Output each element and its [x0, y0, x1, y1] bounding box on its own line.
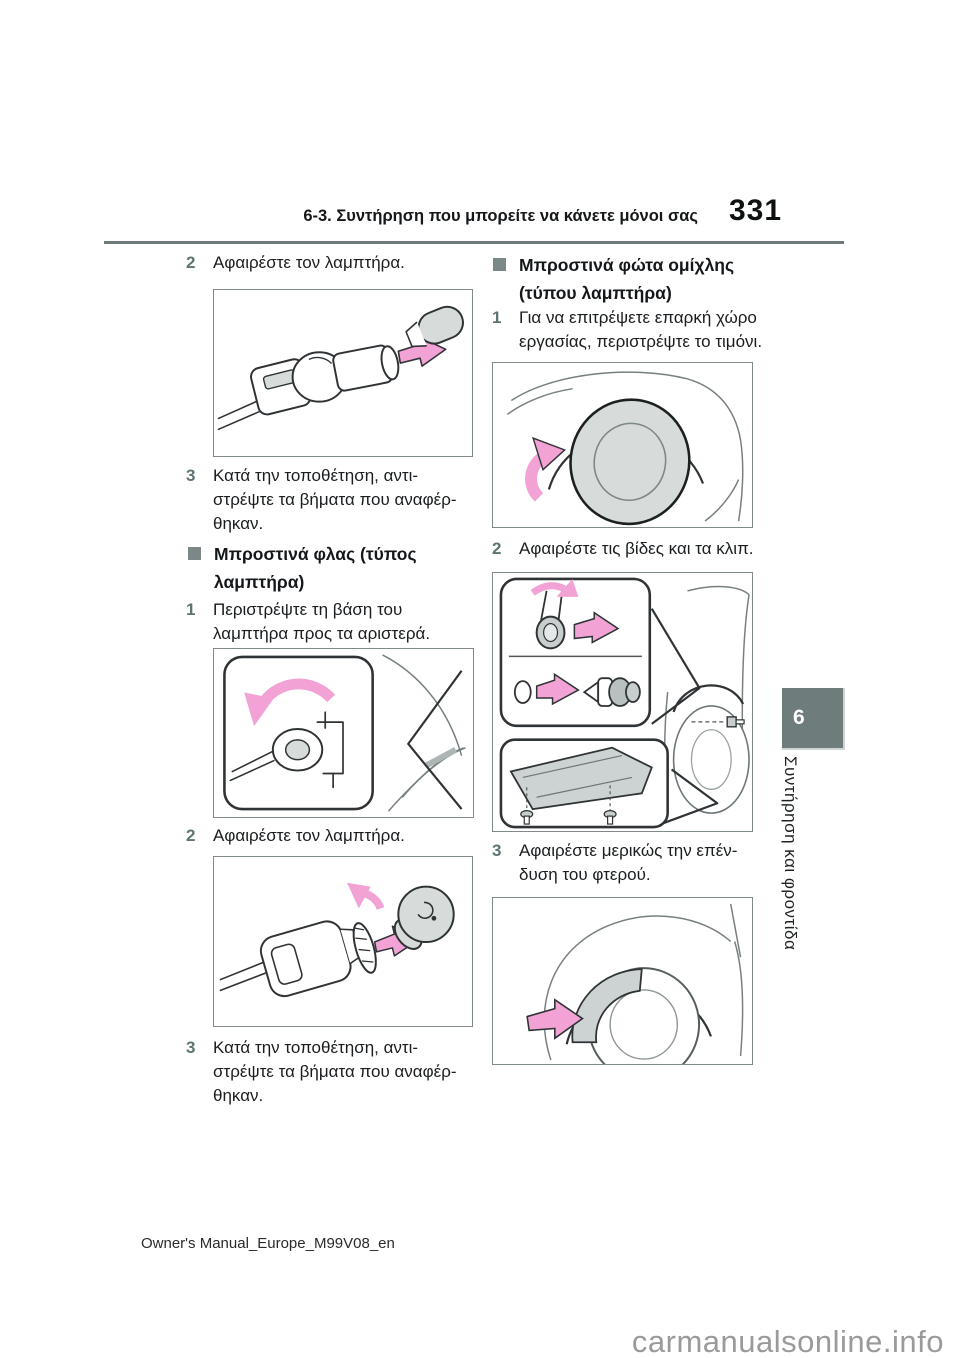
step-text: Περιστρέψτε τη βάση του λαμπτήρα προς τα…	[213, 600, 431, 643]
chapter-tab: 6	[782, 688, 845, 750]
step-number: 2	[492, 539, 502, 558]
tire	[569, 398, 691, 526]
turn-wheel-arrow-icon	[525, 436, 567, 502]
remove-clip-arrow-icon	[573, 611, 620, 644]
tire	[672, 705, 750, 814]
section-bullet-icon	[493, 258, 506, 271]
step-remove-bulb-1: 2 Αφαιρέστε τον λαμπτήρα.	[186, 251, 478, 275]
bulb	[393, 885, 455, 950]
heading-front-turn-signals: Μπροστινά φλας (τύπος λαμπτήρα)	[188, 540, 488, 596]
step-text: Αφαιρέστε τον λαμπτήρα.	[213, 253, 405, 272]
panel-screw-icon	[603, 810, 617, 825]
step-number: 1	[186, 600, 196, 619]
page-number: 331	[729, 194, 783, 227]
step-text: Κατά την τοποθέτηση, αντι- στρέψτε τα βή…	[213, 466, 457, 533]
figure-wheel-turned	[492, 362, 753, 528]
step-number: 3	[186, 466, 196, 485]
section-bullet-icon	[188, 547, 201, 560]
step-remove-fender-liner: 3 Αφαιρέστε μερικώς την επέν- δυση του φ…	[492, 839, 792, 887]
figure-turn-signal-rotation	[213, 648, 474, 818]
pointer-chevron	[407, 670, 463, 810]
step-text: Αφαιρέστε τις βίδες και τα κλιπ.	[519, 539, 754, 558]
pointer-chevron	[663, 768, 719, 825]
step-reinstall-reverse-1: 3 Κατά την τοποθέτηση, αντι- στρέψτε τα …	[186, 464, 486, 536]
step-remove-screws-clips: 2 Αφαιρέστε τις βίδες και τα κλιπ.	[492, 537, 792, 561]
under-panel	[509, 746, 653, 811]
fender-liner	[571, 968, 643, 1044]
step-text: Για να επιτρέψετε επαρκή χώρο εργασίας, …	[519, 308, 763, 351]
step-number: 2	[186, 253, 196, 272]
figure-fender-liner	[492, 897, 753, 1065]
pointer-chevron	[650, 608, 701, 725]
heading-text: Μπροστινά φώτα ομίχλης (τύπου λαμπτήρα)	[519, 255, 735, 303]
headlight-strip	[424, 747, 458, 769]
remove-liner-arrow-icon	[526, 998, 584, 1040]
figure-screws-and-clips	[492, 572, 753, 832]
figure-wedge-bulb-removal	[213, 289, 473, 457]
step-number: 2	[186, 826, 196, 845]
footer-document-name: Owner's Manual_Europe_M99V08_en	[141, 1235, 395, 1252]
page-title: 6-3. Συντήρηση που μπορείτε να κάνετε μό…	[303, 207, 698, 225]
step-turn-steering-wheel: 1 Για να επιτρέψετε επαρκή χώρο εργασίας…	[492, 306, 792, 354]
step-number: 1	[492, 308, 502, 327]
step-number: 3	[186, 1038, 196, 1057]
figure-bulb-twist-removal	[213, 856, 473, 1027]
step-number: 3	[492, 841, 502, 860]
watermark: carmanualsonline.info	[631, 1324, 944, 1358]
chapter-title-vertical: Συντήρηση και φροντίδα	[781, 756, 800, 951]
step-reinstall-reverse-2: 3 Κατά την τοποθέτηση, αντι- στρέψτε τα …	[186, 1036, 486, 1108]
heading-text: Μπροστινά φλας (τύπος λαμπτήρα)	[214, 544, 417, 592]
step-text: Κατά την τοποθέτηση, αντι- στρέψτε τα βή…	[213, 1038, 457, 1105]
step-remove-bulb-2: 2 Αφαιρέστε τον λαμπτήρα.	[186, 824, 478, 848]
panel-screw-icon	[520, 810, 534, 825]
header-divider	[104, 241, 844, 244]
chapter-number: 6	[793, 706, 805, 729]
step-text: Αφαιρέστε τον λαμπτήρα.	[213, 826, 405, 845]
step-rotate-bulb-base: 1 Περιστρέψτε τη βάση του λαμπτήρα προς …	[186, 598, 486, 646]
fender-screw-icon	[691, 716, 745, 728]
heading-front-fog-lights: Μπροστινά φώτα ομίχλης (τύπου λαμπτήρα)	[493, 251, 793, 307]
wedge-bulb	[405, 305, 464, 348]
step-text: Αφαιρέστε μερικώς την επέν- δυση του φτε…	[519, 841, 738, 884]
insert-clip-arrow-icon	[535, 672, 580, 706]
pry-arrow-icon	[530, 578, 579, 597]
twist-arrow-icon	[346, 882, 419, 957]
clip	[582, 677, 641, 707]
